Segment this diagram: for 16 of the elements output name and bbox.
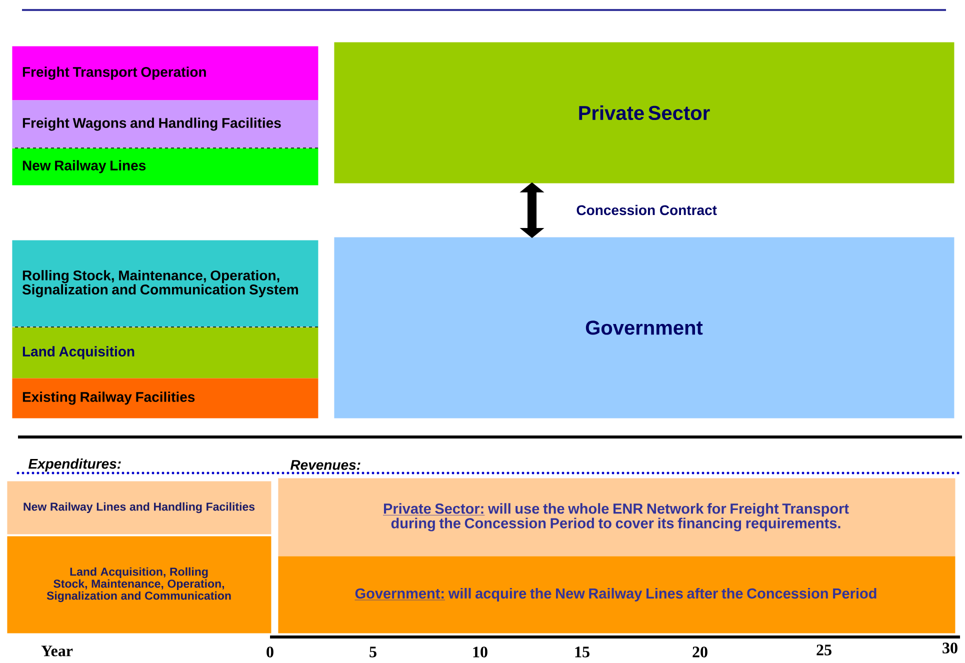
edge-label: Concession Contract (576, 204, 717, 216)
section-heading: Revenues: (290, 460, 360, 470)
cost-box: New Railway Lines (12, 148, 318, 186)
revenue-box: Government: will acquire the New Railway Lines after the Concession Period (278, 556, 956, 634)
cost-box: Freight Transport Operation (12, 46, 318, 100)
revenue-box: Private Sector: will use the whole ENR Network for Freight Transport during the Concession Period to cover its financing requirements. (278, 478, 956, 556)
cost-box: Rolling Stock, Maintenance, Operation, Signalization and Communication System (12, 240, 318, 328)
party-box: Private Sector (334, 42, 954, 184)
cost-box: Existing Railway Facilities (12, 378, 318, 418)
cost-box: Freight Wagons and Handling Facilities (12, 100, 318, 148)
expenditure-box: Land Acquisition, Rolling Stock, Maintenance, Operation, Signalization and Communication (7, 536, 272, 634)
party-box: Government (334, 237, 954, 418)
tick-label: 0 (266, 646, 274, 658)
expenditure-box: New Railway Lines and Handling Facilities (7, 481, 272, 534)
section-heading: Expenditures: (28, 458, 121, 472)
cost-box: Land Acquisition (12, 327, 318, 378)
